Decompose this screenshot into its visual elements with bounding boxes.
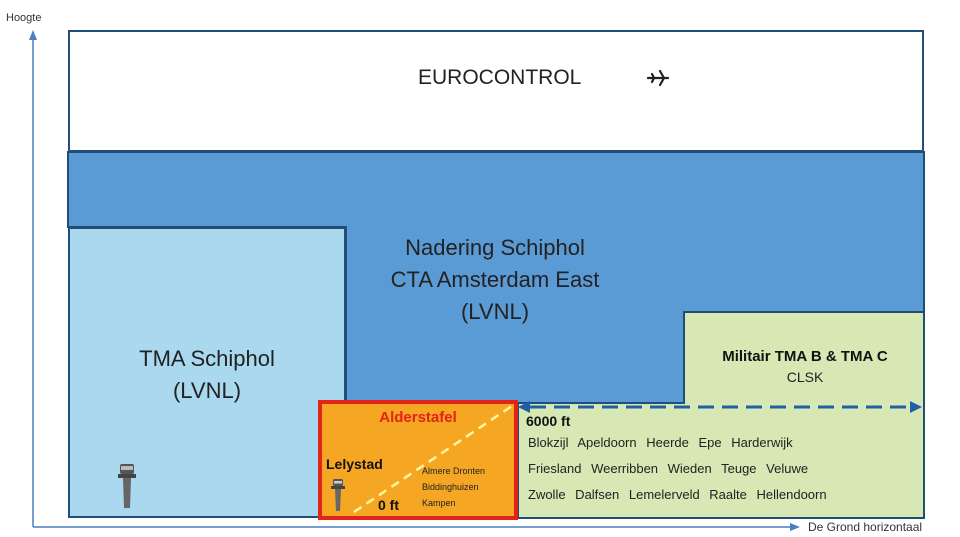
alderstafel-floor: 0 ft xyxy=(378,497,399,513)
nadering-line2: CTA Amsterdam East xyxy=(390,267,600,292)
nadering-line1: Nadering Schiphol xyxy=(405,235,585,260)
eurocontrol-label: EUROCONTROL xyxy=(418,66,582,89)
alderstafel-places-2: Biddinghuizen xyxy=(422,482,479,492)
altitude-6000-label: 6000 ft xyxy=(526,413,571,429)
control-tower-icon xyxy=(118,464,136,508)
places-row-3: Zwolle Dalfsen Lemelerveld Raalte Hellen… xyxy=(528,487,827,502)
places-row-1: Blokzijl Apeldoorn Heerde Epe Harderwijk xyxy=(528,435,793,450)
militair-subtitle: CLSK xyxy=(786,369,824,385)
alderstafel-places-3: Kampen xyxy=(422,498,456,508)
airplane-icon xyxy=(646,69,670,87)
tma-schiphol-zone xyxy=(68,227,346,518)
y-axis-arrow xyxy=(29,30,37,40)
lelystad-label: Lelystad xyxy=(326,456,383,472)
x-axis-label: De Grond horizontaal xyxy=(808,520,923,534)
tma-schiphol-line2: (LVNL) xyxy=(172,378,242,403)
places-row-2: Friesland Weerribben Wieden Teuge Veluwe xyxy=(528,461,809,476)
lelystad-tower-icon xyxy=(331,479,345,511)
tma-schiphol-line1: TMA Schiphol xyxy=(139,346,275,371)
y-axis-label: Hoogte xyxy=(6,12,42,24)
x-axis-arrow xyxy=(790,523,800,531)
militair-title: Militair TMA B & TMA C xyxy=(722,348,888,365)
alderstafel-zone xyxy=(318,400,518,520)
nadering-line3: (LVNL) xyxy=(460,299,530,324)
alderstafel-places-1: Almere Dronten xyxy=(422,466,486,476)
alderstafel-title: Alderstafel xyxy=(379,409,457,426)
